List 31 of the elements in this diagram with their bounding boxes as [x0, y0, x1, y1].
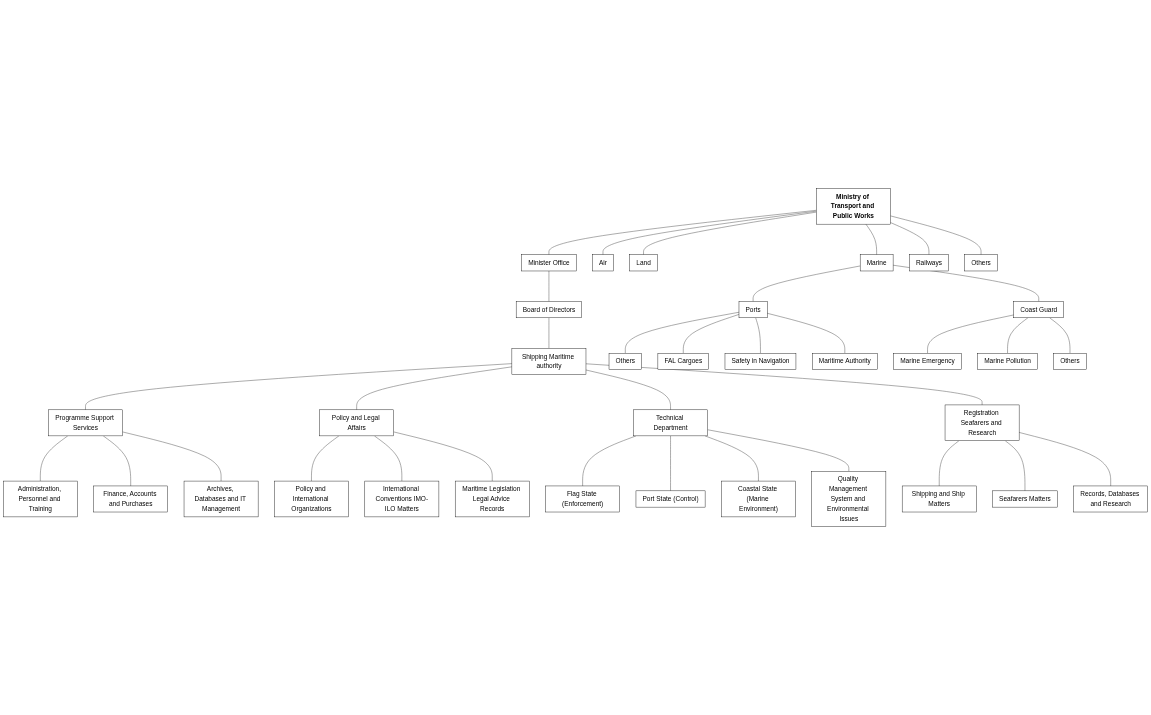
connector [548, 270, 550, 302]
connector [755, 317, 761, 354]
connector [707, 429, 850, 472]
connector [1007, 317, 1029, 354]
connector [643, 211, 817, 255]
connector [865, 223, 877, 255]
connector [938, 440, 960, 487]
connector [1049, 317, 1071, 354]
connector [890, 222, 930, 255]
connector [103, 435, 131, 487]
connector [548, 317, 550, 349]
connector [40, 435, 68, 482]
connector [927, 314, 1015, 354]
connector [625, 312, 740, 354]
connector [582, 435, 637, 487]
connector [1018, 432, 1111, 487]
connector [766, 313, 846, 354]
connector [1005, 440, 1026, 492]
connector [890, 215, 982, 255]
connector [585, 369, 671, 411]
connector [356, 366, 513, 411]
connector [393, 431, 493, 482]
connector [670, 435, 671, 492]
connector [311, 435, 340, 482]
connector [374, 435, 403, 482]
connector [122, 431, 222, 482]
connector [752, 265, 861, 302]
connector [548, 210, 817, 255]
connector [602, 210, 817, 255]
connector [85, 363, 513, 411]
connector [683, 314, 740, 354]
